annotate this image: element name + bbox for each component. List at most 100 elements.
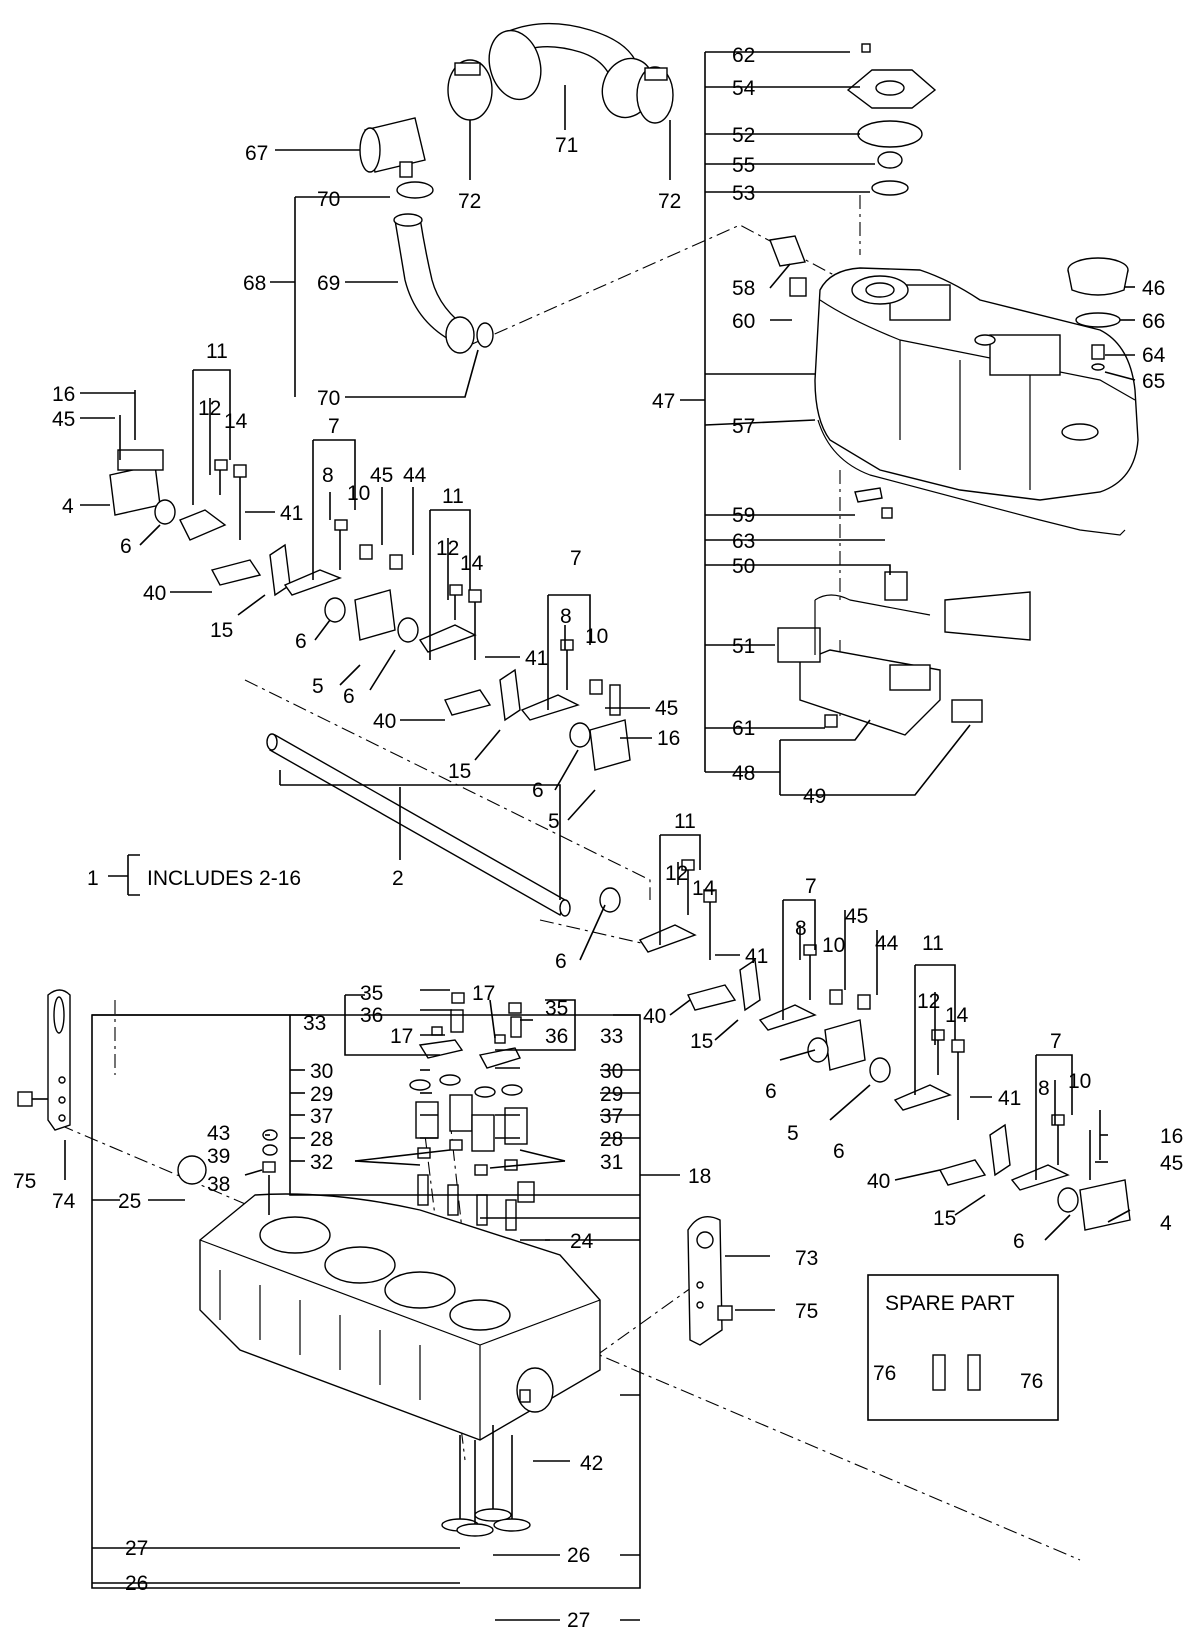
label-v26b: 26 <box>567 1544 590 1567</box>
label-h10: 10 <box>1068 1070 1091 1093</box>
label-d5: 5 <box>548 810 560 833</box>
label-e14: 14 <box>692 877 716 900</box>
label-64: 64 <box>1142 344 1166 367</box>
label-v30b: 30 <box>600 1060 623 1083</box>
label-v33a: 33 <box>303 1012 326 1035</box>
label-v30a: 30 <box>310 1060 333 1083</box>
label-46: 46 <box>1142 277 1165 300</box>
label-h4: 4 <box>1160 1212 1172 1235</box>
label-f45: 45 <box>845 905 868 928</box>
label-b10: 10 <box>347 482 370 505</box>
leader-lines <box>64 51 1136 1621</box>
label-a15: 15 <box>210 619 233 642</box>
label-v38: 38 <box>207 1173 230 1196</box>
label-v29a: 29 <box>310 1083 333 1106</box>
label-s76b: 76 <box>1020 1370 1043 1393</box>
label-c6: 6 <box>343 685 355 708</box>
label-g41: 41 <box>998 1087 1021 1110</box>
label-v35a: 35 <box>360 982 383 1005</box>
label-v43: 43 <box>207 1122 230 1145</box>
label-d8: 8 <box>560 605 572 628</box>
label-b8: 8 <box>322 464 334 487</box>
label-h7: 7 <box>1050 1030 1062 1053</box>
label-c41: 41 <box>525 647 548 670</box>
label-v75b: 75 <box>795 1300 818 1323</box>
label-v36b: 36 <box>545 1025 568 1048</box>
label-v37b: 37 <box>600 1105 623 1128</box>
label-72a: 72 <box>458 190 481 213</box>
label-63: 63 <box>732 530 755 553</box>
label-v26a: 26 <box>125 1572 148 1595</box>
label-69: 69 <box>317 272 340 295</box>
label-c40: 40 <box>373 710 396 733</box>
label-54: 54 <box>732 77 756 100</box>
label-g12: 12 <box>917 990 940 1013</box>
label-65: 65 <box>1142 370 1165 393</box>
label-72b: 72 <box>658 190 681 213</box>
label-c12: 12 <box>436 537 459 560</box>
label-57: 57 <box>732 415 755 438</box>
label-b7: 7 <box>328 415 340 438</box>
label-51: 51 <box>732 635 755 658</box>
label-h45: 45 <box>1160 1152 1183 1175</box>
label-v74: 74 <box>52 1190 76 1213</box>
label-v27a: 27 <box>125 1537 148 1560</box>
label-59: 59 <box>732 504 755 527</box>
label-a14: 14 <box>224 410 248 433</box>
label-48: 48 <box>732 762 755 785</box>
label-d10: 10 <box>585 625 608 648</box>
valve-cover-assembly <box>769 43 1139 736</box>
includes-note: INCLUDES 2-16 <box>147 867 301 890</box>
label-b44: 44 <box>403 464 427 487</box>
label-v27b: 27 <box>567 1609 590 1632</box>
label-a12: 12 <box>198 397 221 420</box>
label-v28a: 28 <box>310 1128 333 1151</box>
label-2: 2 <box>392 867 404 890</box>
label-d6: 6 <box>532 779 544 802</box>
label-71: 71 <box>555 134 578 157</box>
label-v42: 42 <box>580 1452 603 1475</box>
label-b5: 5 <box>312 675 324 698</box>
label-68: 68 <box>243 272 266 295</box>
label-v37a: 37 <box>310 1105 333 1128</box>
label-v25: 25 <box>118 1190 141 1213</box>
label-v17a: 17 <box>390 1025 413 1048</box>
label-62: 62 <box>732 44 755 67</box>
label-h6: 6 <box>1013 1230 1025 1253</box>
label-f8: 8 <box>795 917 807 940</box>
label-61: 61 <box>732 717 755 740</box>
label-60: 60 <box>732 310 755 333</box>
part-number-labels: 62 54 52 55 53 71 67 72 72 70 68 69 70 5… <box>13 44 1183 1632</box>
label-f6b: 6 <box>833 1140 845 1163</box>
label-c15: 15 <box>448 760 471 783</box>
label-v29b: 29 <box>600 1083 623 1106</box>
label-f10: 10 <box>822 934 845 957</box>
label-v32: 32 <box>310 1151 333 1174</box>
cylinder-head <box>177 1155 601 1537</box>
label-47: 47 <box>652 390 675 413</box>
label-67: 67 <box>245 142 268 165</box>
label-b6: 6 <box>295 630 307 653</box>
label-v17b: 17 <box>472 982 495 1005</box>
label-a45: 45 <box>52 408 75 431</box>
label-v33b: 33 <box>600 1025 623 1048</box>
label-e12: 12 <box>665 862 688 885</box>
label-v35b: 35 <box>545 997 568 1020</box>
label-a16: 16 <box>52 383 75 406</box>
label-c11: 11 <box>442 485 464 508</box>
label-f6: 6 <box>765 1080 777 1103</box>
label-c14: 14 <box>460 552 484 575</box>
label-58: 58 <box>732 277 755 300</box>
label-v18: 18 <box>688 1165 711 1188</box>
label-g14: 14 <box>945 1004 969 1027</box>
label-v73: 73 <box>795 1247 818 1270</box>
label-g40: 40 <box>867 1170 890 1193</box>
spare-part-title: SPARE PART <box>885 1292 1015 1315</box>
label-v31: 31 <box>600 1151 623 1174</box>
label-e15: 15 <box>690 1030 713 1053</box>
label-52: 52 <box>732 124 755 147</box>
label-a41: 41 <box>280 502 303 525</box>
label-a11: 11 <box>206 340 228 363</box>
label-s76a: 76 <box>873 1362 896 1385</box>
label-f5: 5 <box>787 1122 799 1145</box>
